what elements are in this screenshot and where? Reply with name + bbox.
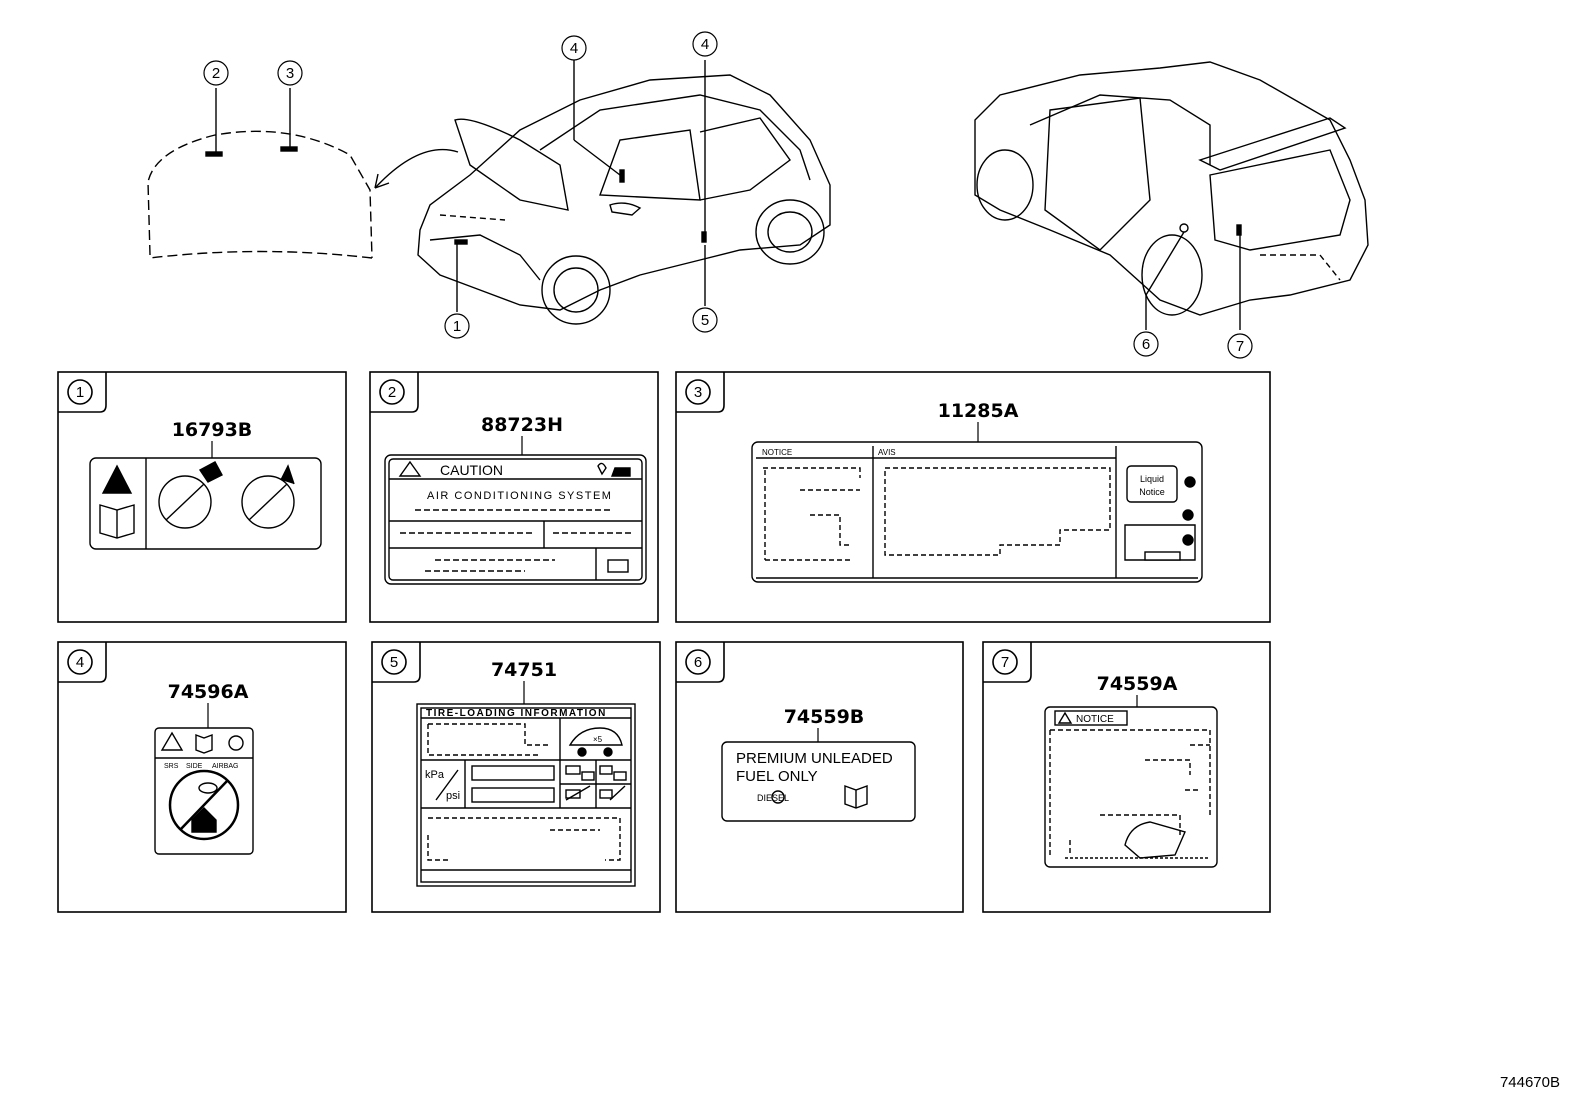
- tire-loading-title: TIRE-LOADING INFORMATION: [426, 708, 607, 719]
- callout-circles: [203, 31, 1253, 359]
- label-16793B: [89, 457, 322, 550]
- callout-7-circle: [1227, 333, 1253, 359]
- callout-4b-label: 4: [701, 36, 709, 53]
- part-number-1: 16793B: [172, 419, 253, 441]
- label-88723H: [384, 454, 647, 585]
- panel-6-frame: [675, 641, 964, 913]
- label-74751: [416, 703, 636, 887]
- callout-4a-circle: [561, 35, 587, 61]
- part-number-7: 74559A: [1097, 673, 1178, 695]
- panel-4-index: 4: [76, 654, 84, 671]
- panel-5-index: 5: [390, 654, 398, 671]
- fuel-line-2: FUEL ONLY: [736, 768, 818, 785]
- panel-7-frame: [982, 641, 1271, 913]
- psi-text: psi: [446, 790, 460, 802]
- callout-1-label: 1: [453, 318, 461, 335]
- front-car-drawing: [417, 60, 831, 325]
- x5-text: ×5: [593, 735, 603, 744]
- callout-3-label: 3: [286, 65, 294, 82]
- callout-6-label: 6: [1142, 336, 1150, 353]
- callout-7-label: 7: [1236, 338, 1244, 355]
- srs-text: SRS: [164, 763, 179, 770]
- label-11285A: [751, 441, 1203, 583]
- notice-title: NOTICE: [1076, 714, 1114, 725]
- hood-drawing: [147, 88, 459, 259]
- panel-7-index: 7: [1001, 654, 1009, 671]
- liquid-notice-1: Liquid: [1140, 474, 1164, 484]
- callout-4b-circle: [692, 31, 718, 57]
- fuel-line-1: PREMIUM UNLEADED: [736, 750, 893, 767]
- callout-1-circle: [444, 313, 470, 339]
- liquid-notice-2: Notice: [1139, 487, 1165, 497]
- caution-title: CAUTION: [440, 462, 503, 478]
- panel-3-index: 3: [694, 384, 702, 401]
- reference-code: 744670B: [1500, 1074, 1560, 1091]
- part-number-3: 11285A: [938, 400, 1019, 422]
- part-number-4: 74596A: [168, 681, 249, 703]
- part-number-2: 88723H: [481, 414, 563, 436]
- callout-4a-label: 4: [570, 40, 578, 57]
- panel-2-index: 2: [388, 384, 396, 401]
- panel-4-frame: [57, 641, 347, 913]
- panel-frames: [57, 371, 1271, 913]
- ac-system-text: AIR CONDITIONING SYSTEM: [427, 490, 612, 502]
- diesel-text: DIESEL: [757, 793, 789, 803]
- panel-2-frame: [369, 371, 659, 623]
- panel-1-frame: [57, 371, 347, 623]
- callout-5-label: 5: [701, 312, 709, 329]
- label-74559A: [1044, 706, 1218, 868]
- label-74596A: [154, 727, 254, 855]
- notice-small-text: NOTICE: [762, 448, 792, 457]
- callout-3-circle: [277, 60, 303, 86]
- part-number-6: 74559B: [784, 706, 865, 728]
- callout-6-circle: [1133, 331, 1159, 357]
- panel-1-index: 1: [76, 384, 84, 401]
- panel-5-frame: [371, 641, 661, 913]
- rear-car-drawing: [974, 61, 1369, 330]
- callout-5-circle: [692, 307, 718, 333]
- avis-text: AVIS: [878, 448, 896, 457]
- airbag-text: AIRBAG: [212, 763, 238, 770]
- label-74559B: [721, 741, 916, 822]
- callout-2-circle: [203, 60, 229, 86]
- panel-6-index: 6: [694, 654, 702, 671]
- callout-2-label: 2: [212, 65, 220, 82]
- panel-3-frame: [675, 371, 1271, 623]
- kpa-text: kPa: [425, 769, 445, 781]
- part-number-5: 74751: [491, 659, 557, 681]
- side-text: SIDE: [186, 763, 203, 770]
